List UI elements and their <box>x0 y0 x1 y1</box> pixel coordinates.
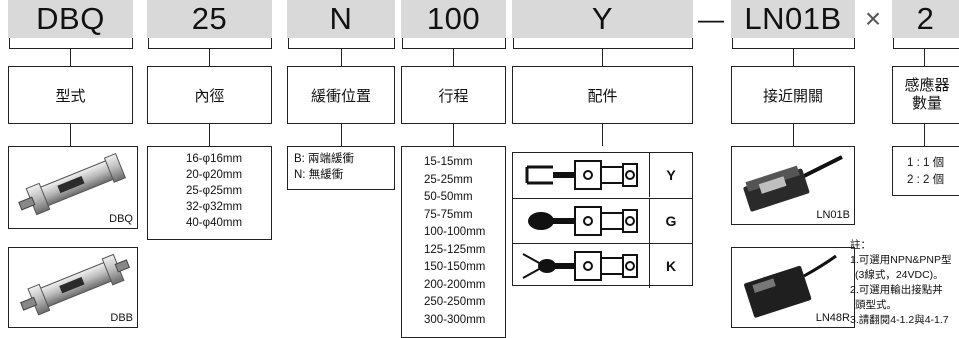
title-qty-line2: 數量 <box>911 95 942 112</box>
stroke-option: 300-300mm <box>424 313 486 326</box>
clevis-y-icon <box>525 160 638 190</box>
code-stroke: 100 <box>401 0 506 38</box>
accessory-code-y: Y <box>649 153 692 197</box>
model-image-dbq: DBQ <box>8 146 138 229</box>
stroke-option: 15-15mm <box>424 156 473 168</box>
accessory-row-g: G <box>513 198 692 243</box>
stroke-option: 125-125mm <box>424 243 486 256</box>
stroke-options-list: 15-15mm 25-25mm 50-50mm 75-75mm 100-100m… <box>401 146 506 338</box>
title-stroke: 行程 <box>401 66 506 124</box>
cushion-options-list: B: 兩端緩衝 N: 無緩衝 <box>287 146 395 190</box>
code-cushion: N <box>287 0 395 38</box>
floating-joint-k-icon <box>522 251 638 281</box>
code-qty: 2 <box>892 0 959 38</box>
title-model: 型式 <box>8 66 133 124</box>
code-switch: LN01B <box>731 0 855 38</box>
proximity-switch-ln01b-image <box>743 155 843 212</box>
title-cushion: 緩衝位置 <box>287 66 395 124</box>
switch-caption-ln01b: LN01B <box>816 209 850 221</box>
accessory-code-g: G <box>649 199 692 243</box>
bore-option: 20-φ20mm <box>186 169 243 181</box>
notes-line: 頭型式。 <box>855 299 897 311</box>
code-accessory: Y <box>512 0 693 38</box>
proximity-switch-ln48r-image <box>744 254 837 318</box>
dash-separator: — <box>698 3 724 34</box>
accessory-code-k: K <box>649 244 692 288</box>
code-bore: 25 <box>147 0 272 38</box>
notes-line: (3線式，24VDC)。 <box>855 269 944 281</box>
stroke-option: 250-250mm <box>424 296 486 308</box>
title-accessory: 配件 <box>512 66 693 124</box>
cushion-option: N: 無緩衝 <box>294 169 344 181</box>
accessory-options-table: Y G K <box>512 152 693 288</box>
cylinder-dbb-image <box>20 253 131 316</box>
model-caption-dbb: DBB <box>110 312 133 324</box>
notes-title: 註： <box>850 239 871 251</box>
title-bore: 內徑 <box>147 66 272 124</box>
bore-option: 16-φ16mm <box>186 153 243 165</box>
qty-option: 2 : 2 個 <box>907 174 945 186</box>
title-qty: 感應器 數量 <box>892 66 959 124</box>
cushion-option: B: 兩端緩衝 <box>294 153 355 165</box>
stroke-option: 100-100mm <box>424 226 486 238</box>
model-caption-dbq: DBQ <box>109 213 133 225</box>
cylinder-dbq-image <box>18 152 126 216</box>
bore-option: 40-φ40mm <box>186 217 243 229</box>
bore-option: 32-φ32mm <box>186 201 243 213</box>
qty-options-list: 1 : 1 個 2 : 2 個 <box>892 146 959 196</box>
accessory-row-y: Y <box>513 153 692 197</box>
model-image-dbb: DBB <box>8 247 138 328</box>
stroke-option: 50-50mm <box>424 191 473 203</box>
stroke-option: 150-150mm <box>424 261 486 273</box>
bore-options-list: 16-φ16mm 20-φ20mm 25-φ25mm 32-φ32mm 40-φ… <box>147 146 272 240</box>
switch-caption-ln48r: LN48R <box>815 312 850 324</box>
title-qty-line1: 感應器 <box>904 77 950 94</box>
notes-line: 2.可選用輸出接點丼 <box>850 284 943 296</box>
qty-option: 1 : 1 個 <box>907 157 945 169</box>
bore-option: 25-φ25mm <box>186 185 243 197</box>
code-model: DBQ <box>8 0 133 38</box>
stroke-option: 200-200mm <box>424 278 486 291</box>
times-separator: × <box>864 3 882 34</box>
notes-line: 3.請翻閱4-1.2與4-1.7 <box>850 314 949 326</box>
switch-image-ln01b: LN01B <box>731 146 855 225</box>
stroke-option: 75-75mm <box>424 208 473 221</box>
title-switch: 接近開關 <box>731 66 855 124</box>
accessory-row-k: K <box>513 243 692 288</box>
notes-line: 1.可選用NPN&PNP型 <box>850 254 952 266</box>
rod-eye-g-icon <box>528 206 638 236</box>
switch-image-ln48r: LN48R <box>731 247 855 328</box>
stroke-option: 25-25mm <box>424 173 473 186</box>
notes-block: 註： 1.可選用NPN&PNP型 (3線式，24VDC)。 2.可選用輸出接點丼… <box>850 238 959 328</box>
